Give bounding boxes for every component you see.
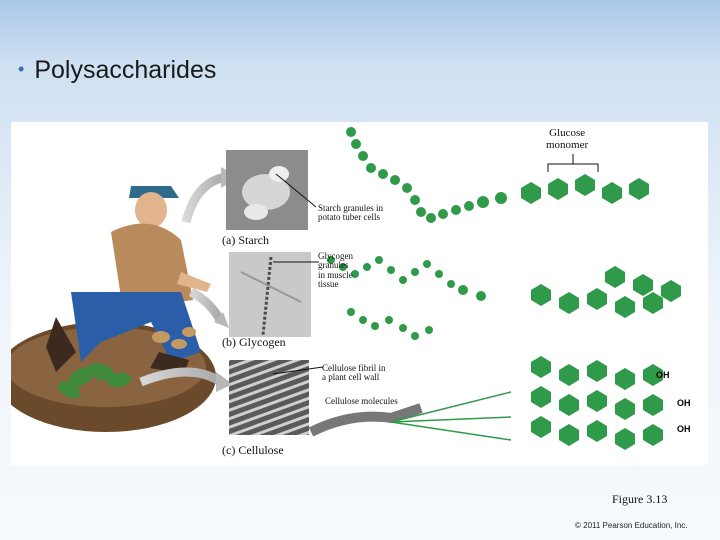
oh-label: OH <box>677 424 691 434</box>
glycogen-micrograph-label: Glycogen granules in muscle tissue <box>318 251 353 290</box>
starch-chain <box>346 127 649 223</box>
monomer-bracket <box>547 163 599 172</box>
glucose-monomer-label: Glucose monomer <box>546 127 589 151</box>
glycogen-micrograph <box>229 252 311 337</box>
cellulose-chain <box>531 356 663 450</box>
arrow-to-glycogen <box>188 287 226 325</box>
figure-graphics <box>11 127 681 450</box>
cellulose-molecules-label: Cellulose molecules <box>325 396 398 406</box>
potato <box>152 331 170 343</box>
cellulose-fibril-tube <box>308 403 423 437</box>
potato <box>171 339 187 349</box>
arrow-to-starch <box>181 172 227 224</box>
starch-caption: (a) Starch <box>222 233 269 247</box>
plant-leaves <box>58 363 131 399</box>
oh-label: OH <box>677 398 691 408</box>
title-text: Polysaccharides <box>34 56 217 84</box>
starch-micrograph-label: Starch granules in potato tuber cells <box>318 203 383 223</box>
glycogen-chain <box>327 256 681 340</box>
figure-number: Figure 3.13 <box>612 492 668 506</box>
cellulose-caption: (c) Cellulose <box>222 443 284 457</box>
cellulose-fibril-label: Cellulose fibril in a plant cell wall <box>322 363 386 383</box>
oh-label: OH <box>656 370 670 380</box>
copyright-notice: © 2011 Pearson Education, Inc. <box>575 521 688 530</box>
bullet: • <box>18 59 25 79</box>
potato <box>182 327 196 337</box>
cellulose-micrograph <box>229 360 309 435</box>
glycogen-caption: (b) Glycogen <box>222 335 286 349</box>
polysaccharide-figure: Glucose monomer Starch granules in potat… <box>11 122 708 465</box>
arrow-to-cellulose <box>139 367 224 387</box>
slide-title: • Polysaccharides <box>18 56 216 85</box>
